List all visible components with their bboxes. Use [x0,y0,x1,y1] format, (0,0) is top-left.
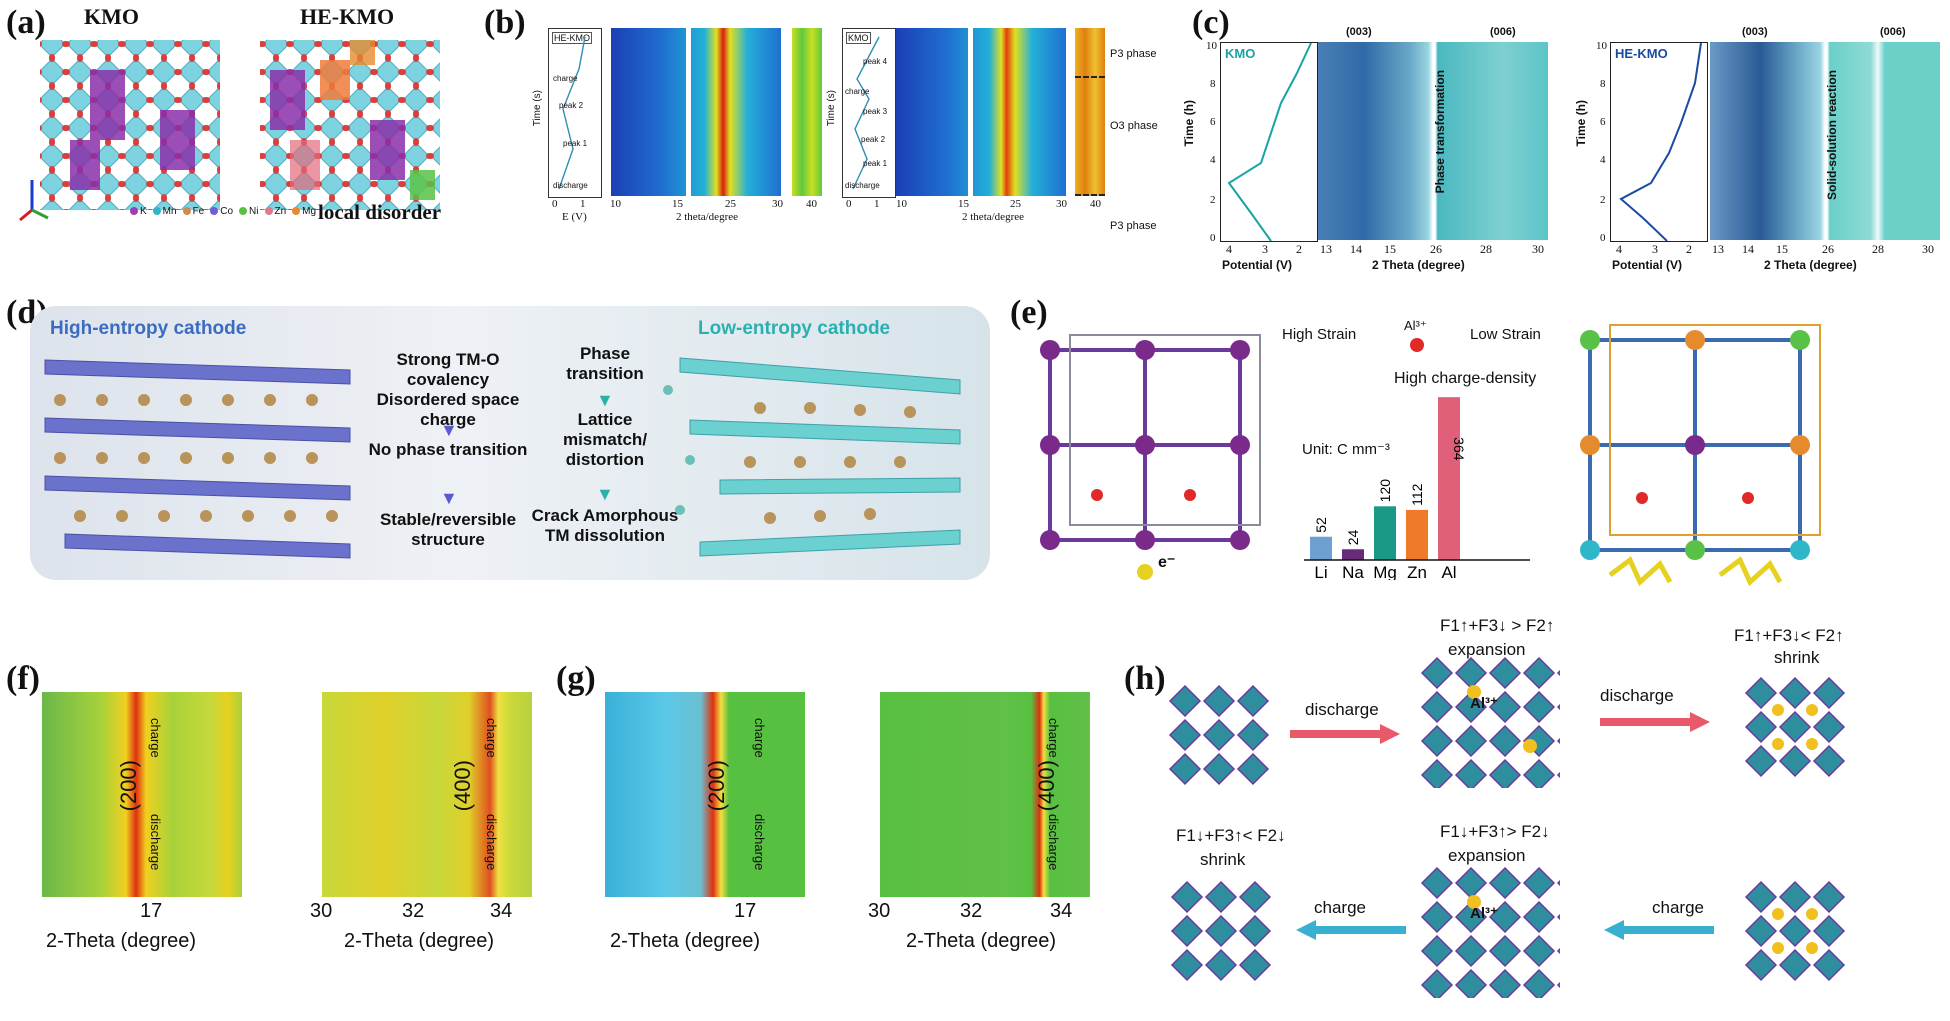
charge-density-title: High charge-density [1394,370,1537,387]
element-legend: K Mn Fe Co Ni Zn Mg [130,206,322,217]
bar-li [1310,536,1332,560]
lattice-discharged [1744,676,1846,778]
mof-framework-right [1580,324,1821,587]
low-entropy-layers [663,357,961,557]
al-ion-icon [1410,338,1424,352]
f-right-heatmap [322,692,532,897]
charge-arrow-icon [1604,920,1714,940]
b-left-strip [792,28,822,196]
phase-p3-top: P3 phase [1110,48,1157,60]
low-strain-label: Low Strain [1470,326,1541,343]
discharge-arrow-icon [1600,712,1710,732]
legend-item-k: K [130,206,147,217]
bar-zn [1406,509,1428,560]
b-right-strip [1075,28,1105,196]
b-right-echem: KMO peak 4 charge peak 3 peak 2 peak 1 d… [842,28,896,198]
arrow-down-icon: ▼ [596,484,614,504]
kmo-title: KMO [84,4,139,29]
arrow-down-icon: ▼ [440,488,458,508]
al-ion-label: Al³⁺ [1404,318,1427,333]
legend-item-mn: Mn [152,206,177,217]
high-entropy-layers [44,359,351,559]
discharge-arrow-icon [1290,724,1400,744]
b-left-heatmap [611,28,781,196]
panel-label-b: (b) [484,4,526,41]
legend-item-ni: Ni [239,206,259,217]
arrow-down-icon: ▼ [596,390,614,410]
c-left-echem: KMO [1220,42,1318,242]
bar-label-al: Al [1441,563,1456,580]
lattice-initial [1168,684,1270,786]
legend-item-co: Co [210,206,233,217]
he-kmo-title: HE-KMO [300,4,395,29]
phase-o3: O3 phase [1110,120,1158,132]
high-entropy-title: High-entropy cathode [50,318,247,339]
bar-value-na: 24 [1345,529,1361,545]
g-right-heatmap [880,692,1090,897]
high-strain-label: High Strain [1282,326,1357,343]
b-left-tag: HE-KMO [552,32,592,44]
bar-al [1438,397,1460,560]
phase-p3-bottom: P3 phase [1110,220,1157,232]
bar-value-li: 52 [1313,517,1329,533]
b-left-echem: HE-KMO charge peak 2 peak 1 discharge [548,28,602,198]
local-disorder-caption: local disorder [318,200,442,224]
bar-label-na: Na [1342,563,1364,580]
legend-item-mg: Mg [292,206,316,217]
b-left-ylabel: Time (s) [532,90,543,127]
panel-label-a: (a) [6,4,46,41]
panel-label-h: (h) [1124,660,1166,697]
panel-label-g: (g) [556,660,596,697]
panel-label-c: (c) [1192,4,1230,41]
lattice-final [1170,880,1272,982]
bar-label-li: Li [1314,563,1327,580]
bar-value-zn: 112 [1409,483,1425,506]
bar-label-mg: Mg [1373,563,1397,580]
b-right-heatmap [896,28,1066,196]
panel-label-e: (e) [1010,294,1048,331]
electron-label: e⁻ [1158,554,1176,571]
f-left-heatmap [42,692,242,897]
b-right-xlabel2: 2 theta/degree [962,211,1024,223]
arrow-down-icon: ▼ [440,420,458,440]
bar-na [1342,549,1364,560]
lattice-full [1744,880,1846,982]
charge-arrow-icon [1296,920,1406,940]
bar-label-zn: Zn [1407,563,1427,580]
panel-label-f: (f) [6,660,40,697]
lattice-expanded [1420,656,1560,788]
b-left-xlabel2: 2 theta/degree [676,211,738,223]
bar-mg [1374,506,1396,560]
low-entropy-title: Low-entropy cathode [698,318,891,339]
bar-value-al: 364 [1451,437,1467,461]
unit-label: Unit: C mm⁻³ [1302,441,1390,458]
legend-item-fe: Fe [182,206,204,217]
crystal-structures [19,40,440,222]
c-right-heatmap [1710,42,1940,240]
mof-framework-left [1040,334,1261,580]
lattice-charging [1420,866,1560,998]
entropy-comparison-box [30,306,990,580]
c-right-echem: HE-KMO [1610,42,1708,242]
g-left-heatmap [605,692,805,897]
bar-value-mg: 120 [1377,479,1393,503]
c-left-heatmap [1318,42,1548,240]
legend-item-zn: Zn [264,206,286,217]
